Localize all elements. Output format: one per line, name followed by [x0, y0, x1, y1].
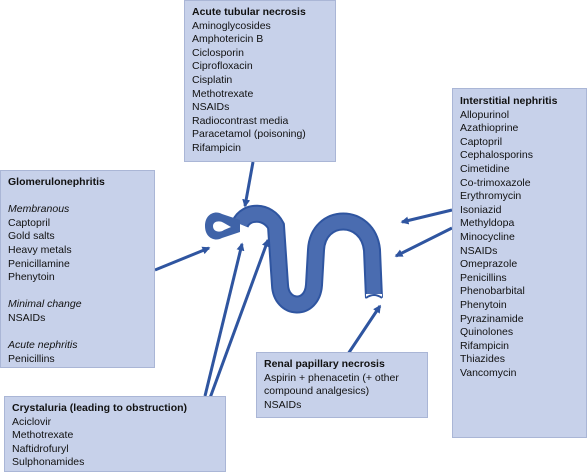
list-item: Omeprazole — [460, 258, 518, 271]
list-item: Methotrexate — [192, 87, 254, 100]
crystaluria-title: Crystaluria (leading to obstruction) — [12, 402, 188, 414]
acute-tubular-necrosis-title: Acute tubular necrosis — [192, 6, 306, 18]
list-item: NSAIDs — [192, 101, 230, 114]
minimal-change-list: NSAIDs — [8, 312, 147, 326]
list-item: Naftidrofuryl — [12, 442, 69, 455]
list-item: Rifampicin — [460, 339, 510, 352]
list-item: Ciprofloxacin — [192, 60, 253, 73]
list-item: Methyldopa — [460, 217, 515, 230]
list-item: Captopril — [460, 135, 503, 148]
list-item: Gold salts — [8, 230, 55, 243]
arrow-interstitial-nephritis-lower — [394, 226, 453, 258]
list-item: NSAIDs — [460, 244, 498, 257]
list-item: Ciclosporin — [192, 46, 244, 59]
list-item: Cimetidine — [460, 162, 510, 175]
interstitial-nephritis-title: Interstitial nephritis — [460, 95, 558, 107]
acute-nephritis-label: Acute nephritis — [8, 339, 78, 352]
crystaluria-box: Crystaluria (leading to obstruction) Aci… — [4, 396, 226, 472]
list-item: Isoniazid — [460, 203, 502, 216]
minimal-change-label: Minimal change — [8, 298, 82, 311]
renal-papillary-necrosis-box: Renal papillary necrosis Aspirin + phena… — [256, 352, 428, 418]
arrow-renal-papillary-necrosis — [346, 304, 382, 355]
list-item: Sulphonamides — [12, 456, 85, 469]
list-item: Cephalosporins — [460, 149, 533, 162]
nephron-tubule — [231, 204, 383, 314]
list-item: Azathioprine — [460, 122, 519, 135]
list-item: Rifampicin — [192, 141, 242, 154]
list-item: Cisplatin — [192, 73, 233, 86]
membranous-label: Membranous — [8, 203, 70, 216]
list-item: Phenobarbital — [460, 285, 525, 298]
list-item: Phenytoin — [8, 271, 55, 284]
list-item: Phenytoin — [460, 298, 507, 311]
arrow-acute-tubular-necrosis — [242, 161, 255, 208]
list-item: Penicillins — [460, 271, 507, 284]
list-item: Penicillins — [8, 352, 55, 365]
list-item: Pyrazinamide — [460, 312, 524, 325]
arrow-crystaluria-left — [203, 242, 245, 397]
list-item: Heavy metals — [8, 243, 72, 256]
list-item: Co-trimoxazole — [460, 176, 531, 189]
list-item: NSAIDs — [8, 311, 46, 324]
collecting-duct-end — [366, 294, 382, 300]
list-item: Minocycline — [460, 230, 515, 243]
acute-nephritis-list: Penicillins — [8, 353, 147, 367]
arrow-interstitial-nephritis-upper — [400, 208, 453, 225]
list-item: Erythromycin — [460, 190, 522, 203]
list-item: NSAIDs — [264, 398, 302, 411]
renal-papillary-necrosis-title: Renal papillary necrosis — [264, 358, 385, 370]
list-item: Quinolones — [460, 326, 514, 339]
list-item: Aspirin + phenacetin (+ other — [264, 371, 399, 384]
list-item: Vancomycin — [460, 366, 517, 379]
list-item: compound analgesics) — [264, 385, 370, 398]
list-item: Penicillamine — [8, 257, 70, 270]
list-item: Aminoglycosides — [192, 19, 271, 32]
list-item: Captopril — [8, 216, 51, 229]
list-item: Amphotericin B — [192, 33, 264, 46]
glomerulus-capsule — [205, 212, 240, 240]
list-item: Methotrexate — [12, 429, 74, 442]
arrow-crystaluria-right — [208, 238, 270, 399]
arrow-glomerulonephritis — [154, 246, 211, 272]
list-item: Thiazides — [460, 353, 505, 366]
list-item: Radiocontrast media — [192, 114, 289, 127]
list-item: Paracetamol (poisoning) — [192, 128, 306, 141]
list-item: Aciclovir — [12, 415, 52, 428]
glomerulonephritis-title: Glomerulonephritis — [8, 176, 105, 188]
list-item: Allopurinol — [460, 108, 510, 121]
